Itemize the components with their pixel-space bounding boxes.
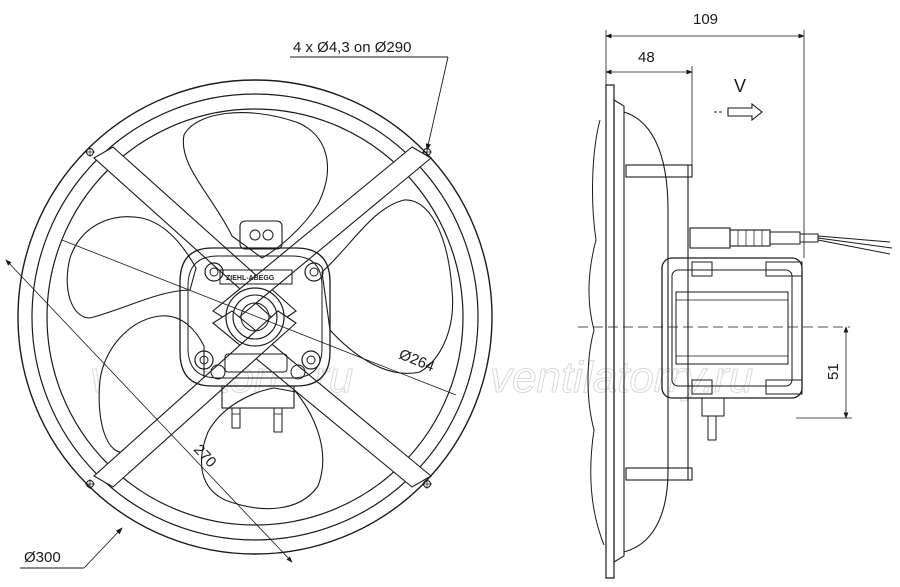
watermark-right: ventilatorry.ru bbox=[490, 353, 753, 402]
screw-icon bbox=[301, 350, 321, 370]
mounting-hole-icon bbox=[422, 479, 432, 489]
side-view: 109 48 V 51 bbox=[578, 11, 893, 579]
flange-depth-label: 48 bbox=[638, 49, 655, 66]
airflow-arrow-icon bbox=[714, 102, 763, 122]
screw-icon bbox=[304, 262, 324, 282]
blade bbox=[201, 387, 324, 510]
airflow-label: V bbox=[734, 76, 746, 96]
connector-plug-icon bbox=[239, 220, 283, 250]
hole-spec-label: 4 x Ø4,3 on Ø290 bbox=[293, 39, 411, 56]
outer-diameter-label: Ø300 bbox=[24, 549, 61, 566]
mounting-hole-icon bbox=[85, 479, 95, 489]
cable-gland-icon bbox=[689, 227, 893, 255]
blade bbox=[182, 112, 328, 259]
mounting-hole-icon bbox=[85, 147, 95, 157]
total-depth-label: 109 bbox=[693, 11, 718, 28]
motor-logo: ZIEHL-ABEGG bbox=[226, 275, 275, 282]
motor-body bbox=[661, 257, 803, 399]
flange bbox=[605, 84, 615, 579]
front-view: ZIEHL-ABEGG 4 x Ø4,3 on Ø290 Ø264 bbox=[5, 39, 493, 569]
motor-offset-label: 51 bbox=[825, 363, 842, 380]
blade bbox=[321, 199, 454, 374]
